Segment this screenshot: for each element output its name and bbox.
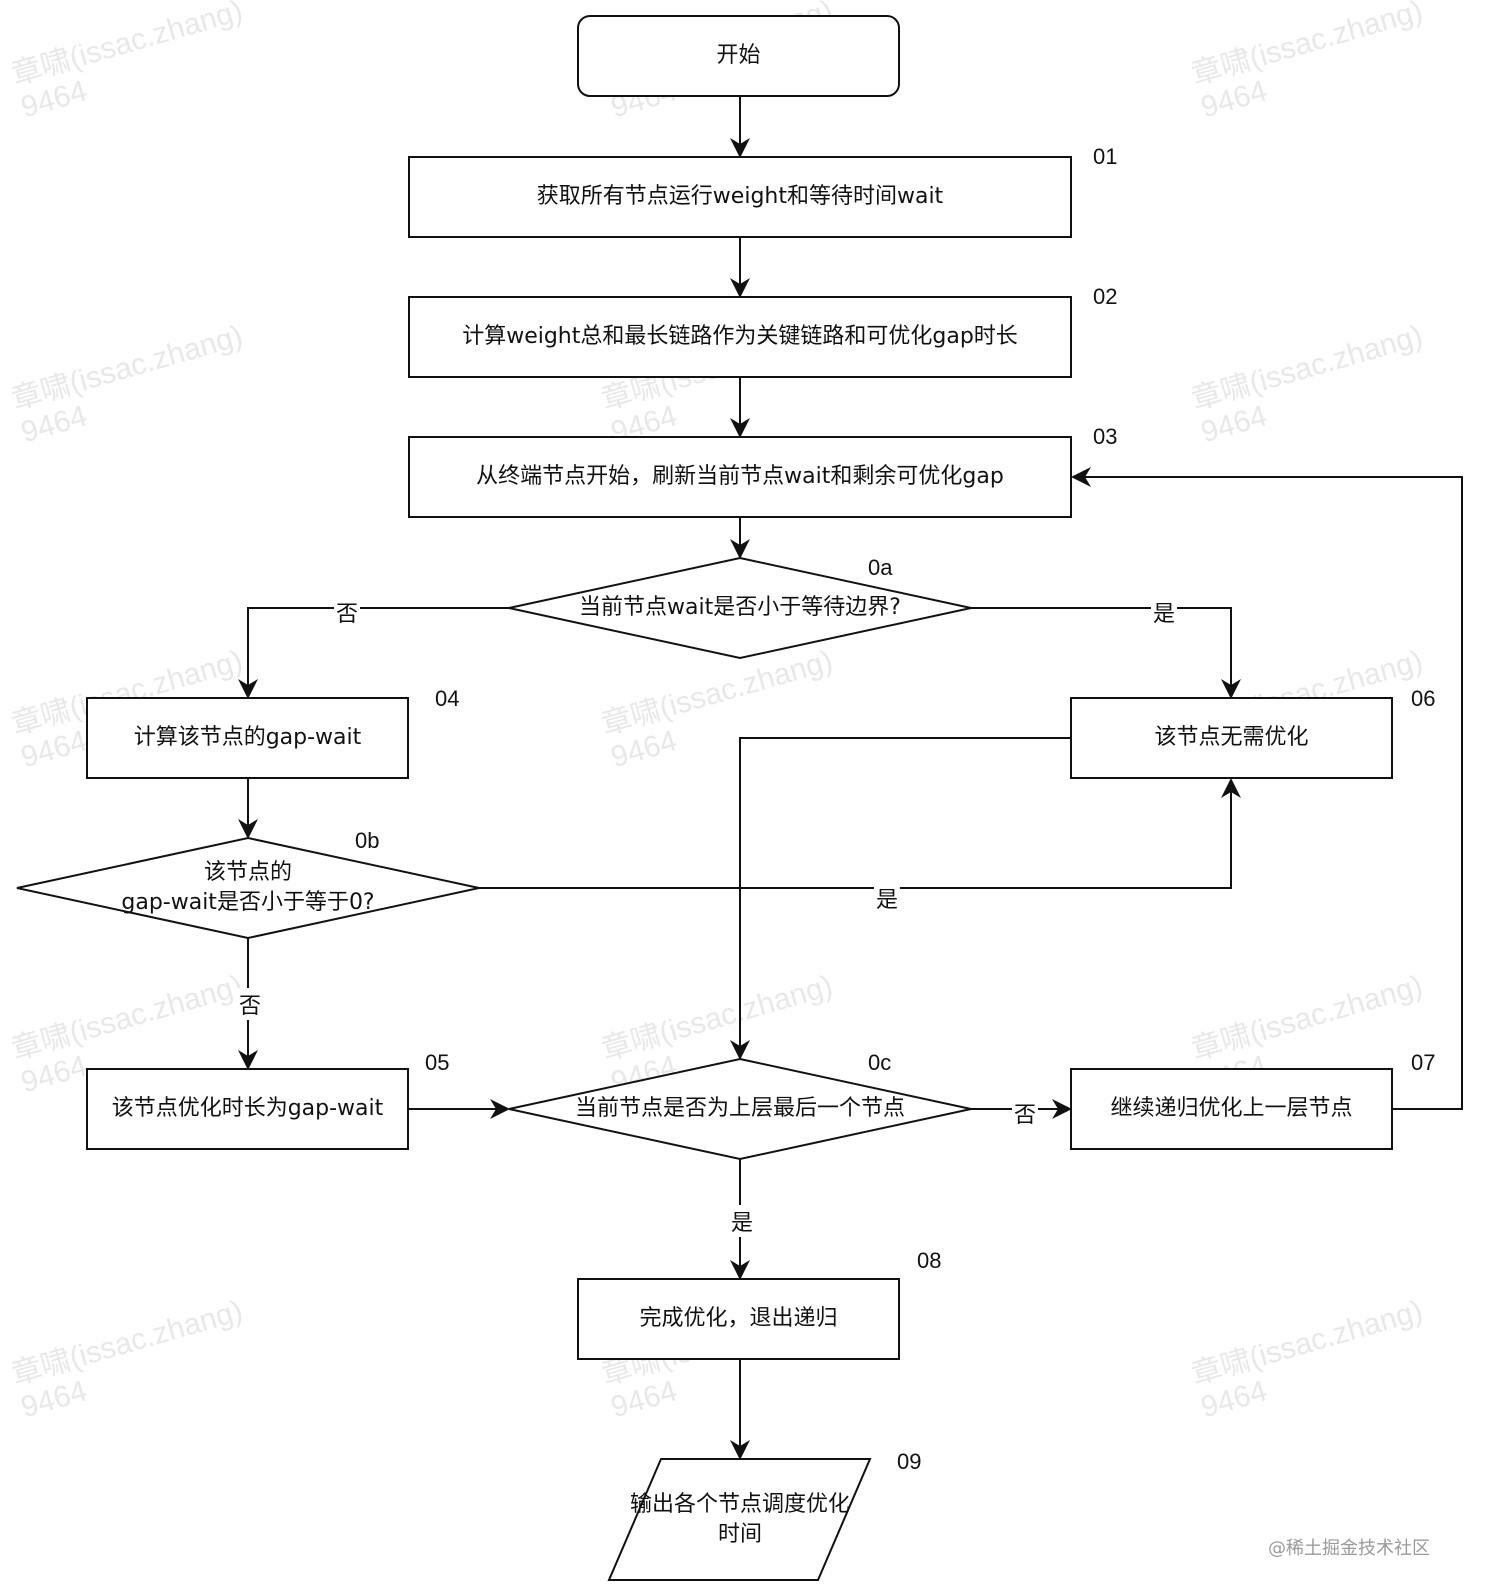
node-09-line2: 时间: [717, 1522, 762, 1547]
node-08-shape: [577, 1278, 900, 1360]
decision-0c: 当前节点是否为上层最后一个节点: [574, 1096, 905, 1121]
decision-0b-line1: 该节点的: [203, 860, 292, 885]
node-01: 获取所有节点运行weight和等待时间wait: [536, 184, 944, 209]
start-node: 开始: [716, 43, 761, 68]
source-credit: @稀土掘金技术社区: [1268, 1538, 1430, 1559]
edge-06-0c: [730, 737, 1071, 1060]
edge-label-0b-yes: 是: [874, 882, 901, 914]
node-08: 完成优化，退出递归: [639, 1306, 838, 1331]
node-09: 输出各个节点调度优化 时间: [600, 1485, 880, 1555]
edge-07-03: [1071, 467, 1463, 1110]
node-03: 从终端节点开始，刷新当前节点wait和剩余可优化gap: [476, 464, 1004, 489]
start-node-shape: [577, 15, 900, 97]
edge-label-0b-no: 否: [237, 988, 264, 1020]
node-07: 继续递归优化上一层节点: [1110, 1096, 1353, 1121]
node-02: 计算weight总和最长链路作为关键链路和可优化gap时长: [462, 324, 1018, 349]
edge-label-0c-yes: 是: [729, 1205, 756, 1237]
edge-label-0a-no: 否: [334, 596, 361, 628]
node-09-shape: [607, 1458, 872, 1581]
edge-label-0a-yes: 是: [1151, 596, 1178, 628]
node-03-shape: [408, 436, 1072, 518]
node-05: 该节点优化时长为gap-wait: [111, 1096, 384, 1121]
edge-0a-06: [971, 607, 1241, 699]
step-number-01: 01: [1093, 144, 1118, 169]
step-number-0b: 0b: [355, 828, 380, 853]
step-number-02: 02: [1093, 284, 1118, 309]
step-number-09: 09: [897, 1449, 922, 1474]
step-number-04: 04: [435, 686, 460, 711]
edge-0b-06: [479, 778, 1241, 889]
step-number-06: 06: [1411, 686, 1436, 711]
node-04: 计算该节点的gap-wait: [133, 725, 362, 750]
step-number-05: 05: [425, 1050, 450, 1075]
step-number-0c: 0c: [868, 1050, 892, 1075]
node-07-shape: [1070, 1068, 1393, 1150]
step-number-03: 03: [1093, 424, 1118, 449]
node-09-line1: 输出各个节点调度优化: [629, 1492, 850, 1517]
decision-0a: 当前节点wait是否小于等待边界?: [579, 595, 901, 620]
edge-label-0c-no: 否: [1012, 1097, 1039, 1129]
edge-0a-04: [238, 607, 509, 699]
step-number-07: 07: [1411, 1050, 1436, 1075]
step-number-08: 08: [917, 1248, 942, 1273]
decision-0a-shape: [508, 556, 972, 660]
node-01-shape: [408, 156, 1072, 238]
decision-0b-line2: gap-wait是否小于等于0?: [121, 890, 375, 915]
step-number-0a: 0a: [868, 555, 893, 580]
node-06: 该节点无需优化: [1154, 725, 1309, 750]
decision-0b: 该节点的 gap-wait是否小于等于0?: [17, 853, 479, 923]
